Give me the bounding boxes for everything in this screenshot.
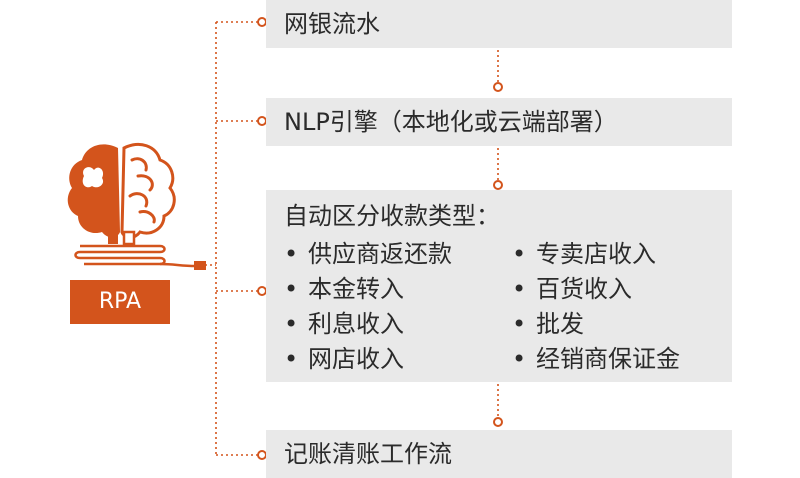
connector-dot bbox=[257, 17, 267, 27]
list-item: •经销商保证金 bbox=[512, 345, 680, 373]
step-title: 网银流水 bbox=[284, 10, 380, 38]
list-item: •百货收入 bbox=[512, 275, 632, 303]
list-item: •专卖店收入 bbox=[512, 240, 656, 268]
step-box-bank-statement: 网银流水 bbox=[266, 0, 732, 48]
step-box-classification: 自动区分收款类型： •供应商返还款 •本金转入 •利息收入 •网店收入 •专卖店… bbox=[266, 190, 732, 382]
list-item: •供应商返还款 bbox=[284, 240, 452, 268]
connector-dot bbox=[257, 450, 267, 460]
brain-icon bbox=[67, 143, 206, 270]
list-item: •本金转入 bbox=[284, 275, 404, 303]
step-box-accounting-workflow: 记账清账工作流 bbox=[266, 430, 732, 478]
list-item: •批发 bbox=[512, 310, 584, 338]
connector-dot bbox=[257, 286, 267, 296]
rpa-label: RPA bbox=[70, 280, 170, 324]
connector-dot bbox=[493, 82, 503, 92]
connector-dot bbox=[257, 116, 267, 126]
step-title: 自动区分收款类型： bbox=[284, 202, 500, 230]
step-title: 记账清账工作流 bbox=[284, 440, 452, 468]
list-item: •网店收入 bbox=[284, 345, 404, 373]
list-item: •利息收入 bbox=[284, 310, 404, 338]
step-box-nlp-engine: NLP引擎（本地化或云端部署） bbox=[266, 98, 732, 146]
connector-dot bbox=[493, 180, 503, 190]
connector-dot bbox=[493, 417, 503, 427]
step-title: NLP引擎（本地化或云端部署） bbox=[284, 108, 618, 136]
